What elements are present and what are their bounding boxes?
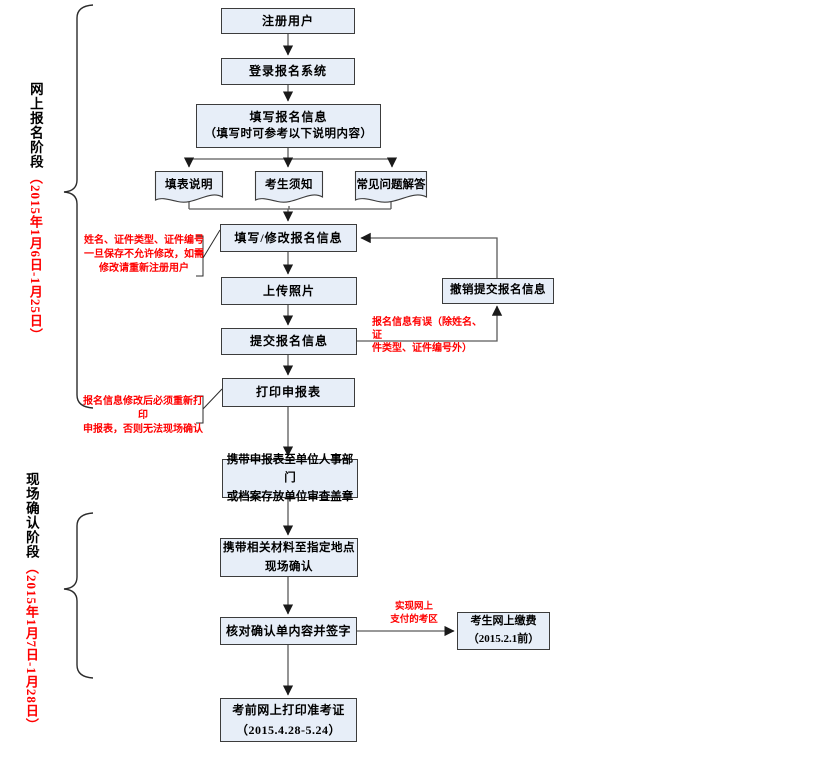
node-bring-form-line1: 携带申报表至单位人事部门 <box>226 453 354 485</box>
stage-onsite-text: 现场确认阶段 <box>23 472 39 559</box>
doc-faq-label: 常见问题解答 <box>356 178 426 191</box>
bracket-modify-warning <box>196 235 204 277</box>
arrow-submit-cancel <box>357 305 503 342</box>
stage-online-text: 网上报名阶段 <box>27 82 43 169</box>
annotation-error-note-line1: 报名信息有误（除姓名、证 <box>372 317 482 341</box>
brace-online-phase <box>63 4 94 409</box>
document-shape-faq <box>354 170 428 203</box>
node-print-ticket-line2: （2015.4.28-5.24） <box>236 723 341 737</box>
doc-faq: 常见问题解答 <box>355 173 427 194</box>
node-cancel-submit-label: 撤销提交报名信息 <box>450 284 546 297</box>
annotation-error-note-line2: 件类型、证件编号外） <box>372 343 472 354</box>
node-print-form: 打印申报表 <box>222 378 355 407</box>
leader-modify-warning <box>202 229 221 259</box>
annotation-reprint-warning-line1: 报名信息修改后必须重新打印 <box>83 396 203 421</box>
node-pay-online: 考生网上缴费 （2015.2.1前） <box>457 612 550 650</box>
node-pay-online-line1: 考生网上缴费 <box>470 615 537 628</box>
node-upload-photo: 上传照片 <box>221 277 357 305</box>
annotation-modify-warning: 姓名、证件类型、证件编号 一旦保存不允许修改，如需 修改请重新注册用户 <box>82 234 206 276</box>
merge-line <box>188 201 392 210</box>
doc-candidate-notice-label: 考生须知 <box>265 178 313 191</box>
node-verify-sign: 核对确认单内容并签字 <box>220 617 357 645</box>
node-register-label: 注册用户 <box>261 13 314 28</box>
leader-reprint-warning <box>202 388 223 410</box>
node-print-form-label: 打印申报表 <box>255 385 321 400</box>
annotation-modify-warning-line1: 姓名、证件类型、证件编号 <box>84 235 204 246</box>
node-bring-materials-line1: 携带相关材料至指定地点 <box>223 542 355 555</box>
doc-form-notes: 填表说明 <box>155 173 223 194</box>
annotation-payment-note-line1: 实现网上 <box>394 602 433 612</box>
node-login: 登录报名系统 <box>221 58 355 85</box>
split-line <box>189 148 392 160</box>
node-print-ticket: 考前网上打印准考证 （2015.4.28-5.24） <box>220 698 357 742</box>
node-bring-materials-line2: 现场确认 <box>265 560 313 573</box>
annotation-payment-note: 实现网上 支付的考区 <box>386 601 442 627</box>
node-fill-modify: 填写/修改报名信息 <box>220 224 357 252</box>
annotation-payment-note-line2: 支付的考区 <box>390 615 438 625</box>
bracket-reprint-warning <box>196 395 204 424</box>
annotation-error-note: 报名信息有误（除姓名、证 件类型、证件编号外） <box>372 316 490 355</box>
node-fill-modify-label: 填写/修改报名信息 <box>234 230 343 245</box>
node-bring-form: 携带申报表至单位人事部门 或档案存放单位审查盖章 <box>222 454 358 503</box>
stage-label-online: 网上报名阶段 （2015年1月6日-1月25日） <box>27 82 43 342</box>
annotation-modify-warning-line3: 修改请重新注册用户 <box>99 263 189 274</box>
annotation-modify-warning-line2: 一旦保存不允许修改，如需 <box>84 249 204 260</box>
stage-online-date: （2015年1月6日-1月25日） <box>27 171 43 342</box>
node-bring-form-line2: 或档案存放单位审查盖章 <box>226 490 354 503</box>
node-cancel-submit: 撤销提交报名信息 <box>442 278 554 304</box>
stage-onsite-date: （2015年1月7日-1月28日） <box>23 561 39 732</box>
doc-form-notes-label: 填表说明 <box>165 178 213 191</box>
node-login-label: 登录报名系统 <box>248 64 327 79</box>
annotation-reprint-warning: 报名信息修改后必须重新打印 申报表，否则无法现场确认 <box>80 395 206 437</box>
node-fill-info-line1: 填写报名信息 <box>249 109 328 124</box>
node-fill-info-line2: （填写时可参考以下说明内容） <box>204 128 373 141</box>
annotation-reprint-warning-line2: 申报表，否则无法现场确认 <box>83 424 203 435</box>
arrow-cancel-fillmodify <box>360 232 498 278</box>
node-upload-photo-label: 上传照片 <box>262 283 315 298</box>
brace-onsite-phase <box>63 512 94 679</box>
document-shape-candidate-notice <box>254 170 324 203</box>
node-pay-online-line2: （2015.2.1前） <box>467 633 540 645</box>
stage-label-onsite: 现场确认阶段 （2015年1月7日-1月28日） <box>23 472 39 732</box>
node-fill-info: 填写报名信息 （填写时可参考以下说明内容） <box>196 104 381 148</box>
node-register: 注册用户 <box>221 8 355 34</box>
node-submit-info-label: 提交报名信息 <box>249 334 328 349</box>
node-verify-sign-label: 核对确认单内容并签字 <box>225 623 351 638</box>
node-submit-info: 提交报名信息 <box>221 328 357 355</box>
node-print-ticket-line1: 考前网上打印准考证 <box>232 702 345 717</box>
node-bring-materials: 携带相关材料至指定地点 现场确认 <box>220 538 358 577</box>
doc-candidate-notice: 考生须知 <box>255 173 323 194</box>
document-shape-form-notes <box>154 170 224 203</box>
